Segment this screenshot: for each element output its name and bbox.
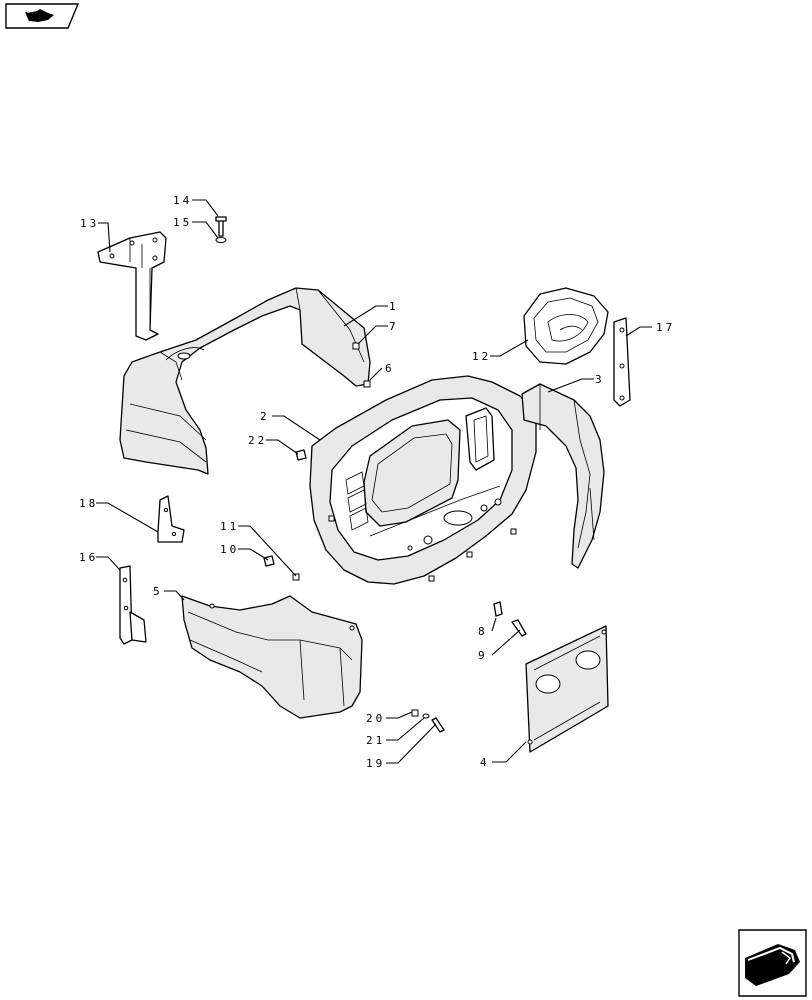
part-8-clip [493, 601, 503, 617]
part-9-screw [511, 619, 527, 637]
part-4-lower-panel [525, 625, 609, 753]
callout-4: 4 [480, 756, 490, 769]
callout-8: 8 [478, 625, 488, 638]
callout-16: 16 [79, 551, 98, 564]
part-1-cowl [119, 287, 371, 475]
part-22-screw [295, 449, 307, 461]
callout-18: 18 [79, 497, 98, 510]
part-19-screw [431, 717, 445, 733]
part-16-strap [119, 565, 147, 645]
leader-lines [96, 199, 652, 764]
part-17-strap [613, 317, 631, 407]
callout-labels: 13 14 15 1 7 6 17 12 3 2 22 18 16 11 10 … [79, 194, 675, 770]
part-12-gasket [523, 287, 609, 365]
callout-1: 1 [389, 300, 399, 313]
callout-10: 10 [220, 543, 239, 556]
callout-19: 19 [366, 757, 385, 770]
part-21-washer [422, 713, 430, 719]
callout-14: 14 [173, 194, 192, 207]
part-10-screw [263, 555, 275, 567]
callout-5: 5 [153, 585, 163, 598]
part-6-screw [363, 380, 371, 388]
callout-15: 15 [173, 216, 192, 229]
part-11-nut [292, 573, 300, 581]
part-18-bracket [157, 495, 185, 543]
nav-back-button[interactable] [5, 3, 80, 29]
callout-11: 11 [220, 520, 239, 533]
callout-13: 13 [80, 217, 99, 230]
callout-22: 22 [248, 434, 267, 447]
callout-7: 7 [389, 320, 399, 333]
nav-next-button[interactable] [738, 929, 807, 997]
callout-2: 2 [260, 410, 270, 423]
part-5-lower-panel [181, 595, 363, 719]
callout-17: 17 [656, 321, 675, 334]
callout-6: 6 [385, 362, 395, 375]
callout-20: 20 [366, 712, 385, 725]
part-13-bracket [97, 231, 167, 341]
callout-12: 12 [472, 350, 491, 363]
part-2-instrument-panel [309, 375, 537, 585]
part-7-clip [352, 342, 360, 350]
part-3-right-cover [521, 383, 605, 569]
hand-pointer-back-icon [25, 9, 54, 22]
callout-21: 21 [366, 734, 385, 747]
hand-pointer-next-icon [745, 944, 800, 986]
callout-9: 9 [478, 649, 488, 662]
part-20-nut [411, 709, 419, 717]
part-15-washer [215, 237, 227, 243]
part-14-bolt [215, 216, 227, 237]
callout-3: 3 [595, 373, 605, 386]
